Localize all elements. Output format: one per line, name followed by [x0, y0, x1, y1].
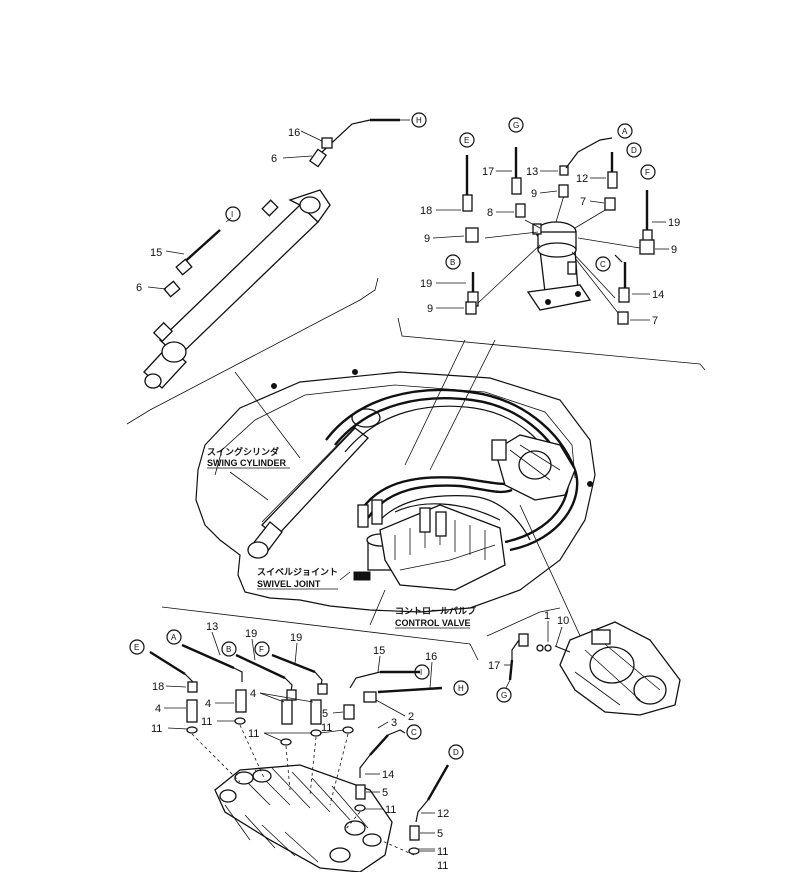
control-valve-label-en: CONTROL VALVE — [395, 618, 471, 628]
swv-callout-7a: 7 — [580, 196, 586, 208]
swv-callout-12: 12 — [576, 173, 588, 185]
svg-text:B: B — [450, 258, 455, 267]
control-valve-label-jp: コントロールバルブ — [395, 605, 476, 616]
cv-callout-12: 12 — [437, 808, 449, 820]
swing-cylinder-label-en: SWING CYLINDER — [207, 458, 287, 468]
svg-text:D: D — [453, 748, 459, 757]
cv-callout-13: 13 — [206, 621, 218, 633]
cv-callout-4b: 4 — [205, 698, 211, 710]
cv-callout-4a: 4 — [155, 703, 161, 715]
swv-callout-9b: 9 — [424, 233, 430, 245]
swv-callout-19a: 19 — [668, 217, 680, 229]
svg-text:A: A — [171, 633, 177, 642]
swv-callout-17: 17 — [482, 166, 494, 178]
cv-callout-2: 2 — [408, 711, 414, 723]
swivel-joint-label-jp: スイベルジョイント — [257, 567, 338, 577]
cv-callout-19b: 19 — [290, 632, 302, 644]
svg-text:F: F — [259, 645, 264, 654]
svg-text:G: G — [513, 121, 519, 130]
svg-text:E: E — [464, 136, 469, 145]
cv-callout-11e: 11 — [385, 804, 396, 816]
control-valve-fittings-detail: 13 19 19 4 4 4 18 11 11 11 11 11 5 15 16… — [129, 621, 469, 872]
swv-callout-9d: 9 — [427, 303, 433, 315]
swv-callout-9c: 9 — [671, 244, 677, 256]
cv-callout-11f: 11 — [437, 846, 448, 858]
cv-callout-11b: 11 — [201, 716, 212, 728]
swing-cylinder-label-jp: スイングシリンダ — [207, 446, 279, 457]
callout-16: 16 — [288, 127, 300, 139]
swing-motor-detail: 1 10 17 G — [488, 610, 681, 716]
swv-callout-18: 18 — [420, 205, 432, 217]
svg-text:F: F — [645, 168, 650, 177]
callout-15: 15 — [150, 247, 162, 259]
swivel-joint-detail: 17 13 9 8 18 9 12 7 19 9 19 9 14 7 G E A… — [420, 117, 680, 327]
motor-callout-17: 17 — [488, 660, 500, 672]
cv-callout-3: 3 — [391, 717, 397, 729]
swv-callout-14: 14 — [652, 289, 664, 301]
svg-text:E: E — [134, 643, 139, 652]
cv-callout-5b: 5 — [382, 787, 388, 799]
svg-text:G: G — [501, 691, 507, 700]
svg-text:C: C — [600, 260, 606, 269]
svg-text:D: D — [631, 146, 637, 155]
machine-overview: スイングシリンダ SWING CYLINDER スイベルジョイント SWIVEL… — [195, 339, 596, 641]
motor-callout-1: 1 — [544, 610, 550, 622]
callout-6b: 6 — [136, 282, 142, 294]
cv-callout-14: 14 — [382, 769, 394, 781]
swing-cylinder-detail: 16 6 15 6 H I — [136, 112, 427, 389]
cv-callout-4c: 4 — [250, 688, 256, 700]
cv-callout-15: 15 — [373, 645, 385, 657]
swv-callout-19b: 19 — [420, 278, 432, 290]
cv-callout-18: 18 — [152, 681, 164, 693]
cv-callout-5c: 5 — [437, 828, 443, 840]
swv-callout-9a: 9 — [531, 188, 537, 200]
motor-callout-10: 10 — [557, 615, 569, 627]
cv-callout-11a: 11 — [151, 723, 162, 735]
section-dividers — [126, 277, 706, 661]
svg-text:A: A — [622, 127, 628, 136]
cv-callout-5a: 5 — [322, 708, 328, 720]
svg-text:I: I — [420, 668, 422, 677]
circle-marker-i — [225, 206, 241, 222]
svg-text:C: C — [411, 728, 417, 737]
cv-callout-19a: 19 — [245, 628, 257, 640]
cv-callout-11d: 11 — [321, 722, 332, 734]
svg-text:B: B — [226, 645, 231, 654]
svg-text:H: H — [416, 116, 422, 125]
cv-callout-16: 16 — [425, 651, 437, 663]
swivel-joint-label-en: SWIVEL JOINT — [257, 579, 321, 589]
swv-callout-7b: 7 — [652, 315, 658, 327]
circle-marker-h — [411, 112, 427, 128]
swv-callout-8: 8 — [487, 207, 493, 219]
callout-6: 6 — [271, 153, 277, 165]
svg-text:H: H — [458, 684, 464, 693]
cv-callout-11c: 11 — [248, 728, 259, 740]
svg-text:I: I — [231, 210, 233, 219]
swv-callout-13: 13 — [526, 166, 538, 178]
cv-callout-11g: 11 — [437, 860, 448, 872]
